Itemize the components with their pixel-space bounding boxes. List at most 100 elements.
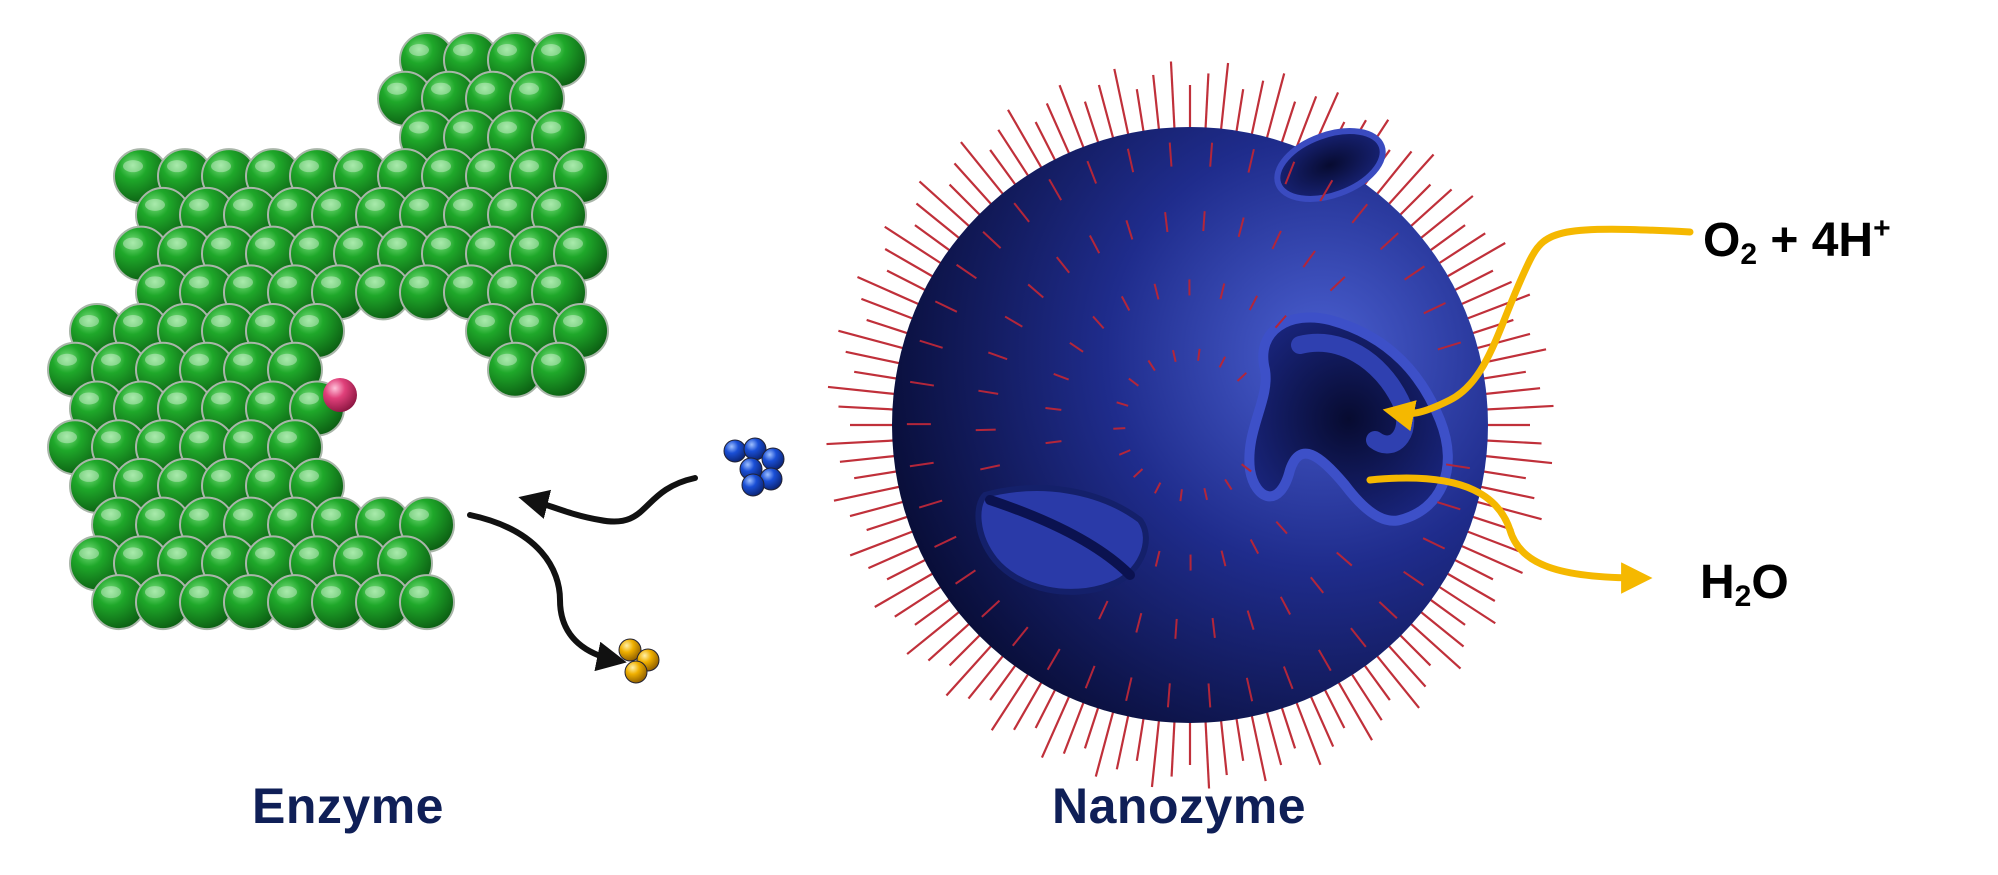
- ligand-spike: [956, 263, 977, 280]
- ligand-spike: [1284, 161, 1296, 185]
- ligand-spike: [1153, 283, 1160, 300]
- nanozyme-pore-top: [1274, 128, 1386, 202]
- ligand-spike: [866, 514, 911, 532]
- ligand-spike: [1118, 449, 1131, 456]
- ligand-spike: [1203, 487, 1209, 501]
- nanozyme-channel: [1244, 312, 1453, 526]
- ligand-spike: [1202, 211, 1206, 232]
- ligand-spike: [1294, 95, 1318, 151]
- ligand-spike: [1483, 404, 1554, 411]
- ligand-spike: [1350, 627, 1367, 648]
- ligand-spike: [1422, 537, 1446, 550]
- enzyme-residue: [531, 341, 587, 398]
- ligand-spike: [918, 180, 973, 230]
- ligand-spike: [1207, 683, 1212, 708]
- ligand-spike: [1317, 649, 1332, 672]
- ligand-spike: [1113, 68, 1130, 138]
- ligand-spike: [1473, 332, 1531, 350]
- ligand-spike: [948, 183, 983, 218]
- ligand-spike: [1361, 662, 1391, 701]
- ligand-spike: [1329, 276, 1346, 292]
- ligand-spike: [1435, 584, 1496, 625]
- ligand-spike: [1197, 348, 1201, 361]
- ligand-spike: [1045, 440, 1062, 445]
- ligand-spike: [1128, 377, 1139, 387]
- ligand-spike: [1083, 101, 1101, 146]
- ligand-spike: [1275, 520, 1288, 535]
- ligand-spike: [980, 464, 1001, 471]
- ligand-spike: [1154, 482, 1162, 494]
- ligand-spike: [860, 297, 916, 321]
- ligand-spike: [1336, 679, 1373, 741]
- molecule-atom: [741, 473, 765, 497]
- ligand-spike: [1174, 618, 1178, 639]
- ligand-spike: [1451, 269, 1494, 293]
- ligand-spike: [1464, 529, 1520, 553]
- ligand-spike: [874, 571, 936, 608]
- ligand-spike: [849, 529, 916, 557]
- enzyme-residue: [179, 574, 235, 631]
- ligand-spike: [1013, 679, 1044, 731]
- ligand-spike: [1135, 715, 1146, 761]
- reactant-formula: O2 + 4H+: [1703, 212, 1891, 271]
- ligand-spike: [967, 652, 1006, 700]
- ligand-spike: [1116, 401, 1129, 407]
- nanozyme-surface-ligands: [906, 142, 1470, 708]
- ligand-spike: [1053, 373, 1070, 381]
- ligand-spike: [1094, 708, 1115, 777]
- ligand-spike: [1444, 242, 1506, 279]
- ligand-spike: [1403, 570, 1424, 587]
- enzyme-residue: [399, 574, 455, 631]
- enzyme-illustration: [47, 32, 609, 631]
- ligand-spike: [997, 129, 1031, 180]
- ligand-spike: [927, 620, 973, 662]
- ligand-spike: [1218, 356, 1226, 368]
- ligand-spike: [934, 300, 958, 313]
- ligand-spike: [1379, 232, 1399, 251]
- ligand-spike: [1236, 372, 1248, 382]
- ligand-spike: [1126, 148, 1135, 173]
- ligand-spike: [1237, 217, 1245, 238]
- ligand-spike: [1164, 211, 1169, 233]
- ligand-spike: [1445, 463, 1470, 470]
- substrate-binding-arrow: [518, 475, 698, 525]
- ligand-spike: [1045, 407, 1062, 411]
- water-output-arrow: [1366, 474, 1653, 594]
- ligand-spike: [1113, 427, 1126, 430]
- ligand-spike: [1279, 704, 1297, 749]
- ligand-spike: [1034, 686, 1058, 729]
- ligand-spike: [1220, 550, 1227, 567]
- ligand-spike: [1170, 718, 1176, 777]
- ligand-spike: [827, 385, 898, 396]
- nanozyme-spikes: [826, 61, 1554, 789]
- ligand-spike: [1397, 632, 1432, 667]
- ligand-spike: [1294, 699, 1322, 766]
- ligand-spike: [1427, 224, 1466, 254]
- ligand-spike: [914, 224, 953, 254]
- ligand-spike: [1125, 220, 1134, 240]
- ligand-spike: [1034, 121, 1058, 164]
- ligand-spike: [1027, 283, 1044, 299]
- ligand-spike: [1204, 718, 1211, 789]
- ligand-spike: [1480, 469, 1526, 480]
- ligand-spike: [1135, 612, 1143, 633]
- ligand-spike: [1250, 712, 1267, 782]
- enzyme-residue: [355, 264, 411, 321]
- ligand-spike: [1152, 74, 1161, 133]
- ligand-spike: [1125, 677, 1133, 702]
- ligand-spike: [1385, 153, 1435, 208]
- ligand-spike: [1423, 302, 1446, 315]
- enzyme-residue: [135, 574, 191, 631]
- enzyme-residue: [487, 341, 543, 398]
- ligand-spike: [1169, 61, 1176, 132]
- ligand-spike: [1234, 89, 1245, 135]
- ligand-spike: [1135, 89, 1146, 135]
- ligand-spike: [910, 380, 935, 387]
- ligand-spike: [1458, 280, 1513, 307]
- ligand-spike: [894, 584, 945, 618]
- ligand-spike: [1407, 620, 1462, 670]
- ligand-spike: [867, 543, 922, 570]
- ligand-spike: [1374, 652, 1420, 709]
- ligand-spike: [990, 670, 1031, 731]
- ligand-spike: [1265, 708, 1283, 766]
